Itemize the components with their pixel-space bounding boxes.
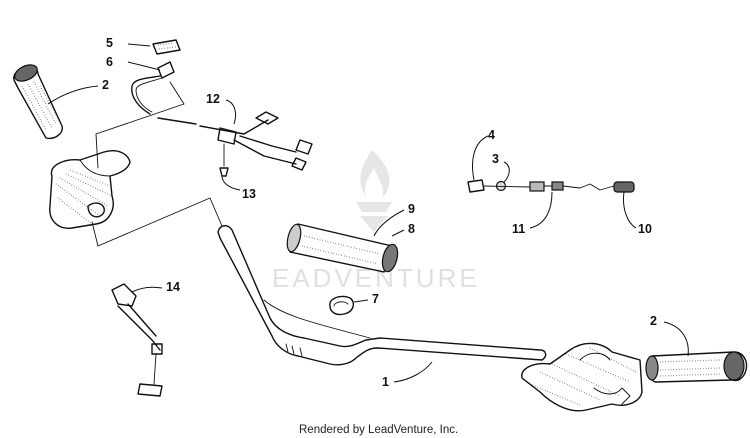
callout-6: 6	[106, 55, 113, 69]
part-8-9-grip-sleeve	[286, 223, 399, 273]
callout-11: 11	[512, 222, 525, 236]
assembly-bracket-lower	[91, 197, 223, 247]
callout-2-left: 2	[102, 78, 109, 92]
leader-lines	[47, 43, 689, 383]
part-14-kill-switch	[111, 283, 163, 397]
part-12-wiring-harness	[157, 111, 313, 171]
callouts: 5 6 2 12 13 4 3 11 10 9 8 7 14 1 2	[102, 36, 657, 389]
part-2-right-grip	[645, 351, 748, 383]
callout-3: 3	[492, 152, 499, 166]
watermark-text: EADVENTURE	[272, 263, 480, 293]
part-1-handlebar	[217, 225, 547, 366]
callout-2-right: 2	[650, 314, 657, 328]
callout-13: 13	[242, 187, 256, 201]
callout-10: 10	[638, 222, 652, 236]
part-7-clamp	[329, 295, 355, 316]
callout-8: 8	[408, 222, 415, 236]
callout-7: 7	[372, 292, 379, 306]
throttle-housing	[49, 150, 131, 229]
callout-5: 5	[106, 36, 113, 50]
part-6-switch-wire	[131, 61, 175, 115]
part-2-left-grip	[13, 64, 63, 140]
part-5-pad	[152, 39, 181, 55]
credit-text: Rendered by LeadVenture, Inc.	[299, 424, 458, 436]
callout-1: 1	[382, 375, 389, 389]
part-13-screw	[219, 143, 229, 177]
right-control-housing	[521, 342, 643, 412]
callout-4: 4	[488, 128, 495, 142]
callout-14: 14	[166, 280, 180, 294]
callout-12: 12	[206, 92, 220, 106]
assembly-bracket-upper	[95, 81, 185, 169]
leadventure-watermark: EADVENTURE	[272, 150, 480, 293]
part-4-3-11-10-switch-assembly	[467, 179, 635, 193]
callout-9: 9	[408, 202, 415, 216]
flame-logo-icon	[356, 150, 392, 232]
